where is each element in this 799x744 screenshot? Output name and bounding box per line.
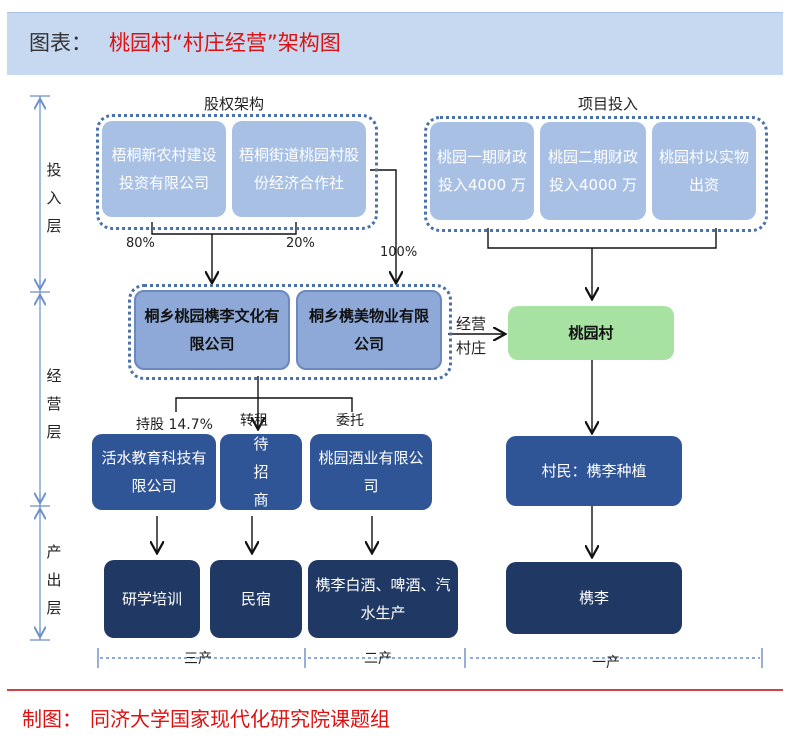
investment-group bbox=[424, 116, 768, 232]
band-secondary: 二产 bbox=[364, 651, 392, 667]
node-phase1-investment: 桃园一期财政投入4000 万 bbox=[430, 122, 534, 220]
node-wutong-new-village: 梧桐新农村建设投资有限公司 bbox=[102, 121, 226, 217]
node-zuili: 槜李 bbox=[506, 562, 682, 634]
project-investment-title: 项目投入 bbox=[578, 95, 639, 113]
node-liquor-products: 槜李白酒、啤酒、汽水生产 bbox=[308, 560, 458, 638]
node-in-kind-contribution: 桃园村以实物出资 bbox=[652, 122, 756, 220]
band-primary: 一产 bbox=[592, 655, 620, 671]
label-sublease: 转租 bbox=[240, 413, 268, 429]
node-tongxiang-property-company: 桐乡槜美物业有限公司 bbox=[296, 290, 442, 370]
layer-label-output: 产出层 bbox=[46, 543, 62, 617]
node-phase2-investment: 桃园二期财政投入4000 万 bbox=[540, 122, 646, 220]
label-100-percent: 100% bbox=[380, 245, 418, 260]
diagram-title: 桃园村“村庄经营”架构图 bbox=[109, 31, 341, 55]
layer-label-operation: 经营层 bbox=[46, 367, 62, 441]
layer-label-investment: 投入层 bbox=[46, 161, 62, 235]
label-80-percent: 80% bbox=[126, 236, 155, 251]
footer-rule bbox=[7, 689, 783, 691]
label-operate-village: 经营村庄 bbox=[456, 315, 487, 357]
node-villagers-planting: 村民：槜李种植 bbox=[506, 436, 682, 506]
label-20-percent: 20% bbox=[286, 236, 315, 251]
node-taoyuan-village: 桃园村 bbox=[508, 306, 674, 360]
layer-axis bbox=[30, 95, 50, 641]
node-for-lease: 待招商 bbox=[220, 434, 302, 510]
header-bar: 图表： 桃园村“村庄经营”架构图 bbox=[7, 12, 783, 75]
header-prefix: 图表： bbox=[29, 31, 92, 55]
node-taoyuan-winery: 桃园酒业有限公司 bbox=[310, 434, 432, 510]
operating-companies-group bbox=[128, 284, 452, 380]
footer-prefix: 制图： bbox=[22, 707, 82, 731]
footer-source: 同济大学国家现代化研究院课题组 bbox=[90, 707, 390, 731]
node-huoshui-education: 活水教育科技有限公司 bbox=[92, 434, 216, 510]
equity-group bbox=[96, 114, 378, 230]
equity-structure-title: 股权架构 bbox=[204, 95, 265, 113]
label-holding: 持股 14.7% bbox=[136, 417, 213, 433]
band-tertiary: 三产 bbox=[184, 651, 212, 667]
node-homestay: 民宿 bbox=[210, 560, 302, 638]
footer-credit: 制图： 同济大学国家现代化研究院课题组 bbox=[22, 703, 390, 732]
node-study-training: 研学培训 bbox=[104, 560, 200, 638]
node-tongxiang-culture-company: 桐乡桃园槜李文化有限公司 bbox=[134, 290, 290, 370]
label-entrust: 委托 bbox=[336, 413, 364, 429]
node-wutong-street-cooperative: 梧桐街道桃园村股份经济合作社 bbox=[232, 121, 366, 217]
